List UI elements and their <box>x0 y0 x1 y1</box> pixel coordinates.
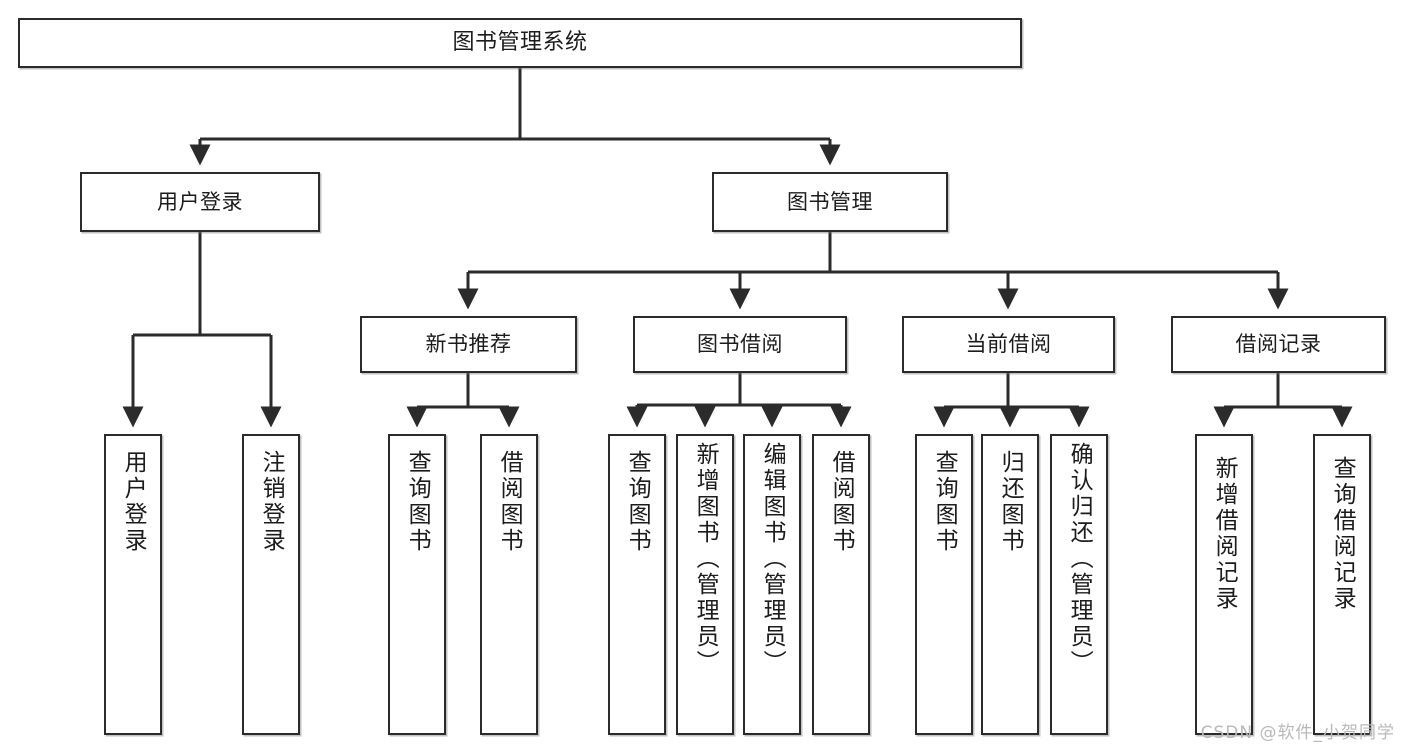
node-leaf-confirm-return-label: 确认归还（管理员） <box>1066 442 1093 676</box>
node-leaf-edit-book-label: 编辑图书（管理员） <box>759 442 786 676</box>
node-leaf-query-book-1[interactable]: 查询图书 <box>388 434 446 735</box>
node-user-login-label: 用户登录 <box>157 189 243 214</box>
node-leaf-logout[interactable]: 注销登录 <box>242 434 300 735</box>
node-book-manage[interactable]: 图书管理 <box>712 172 948 232</box>
node-leaf-query-book-1-label: 查询图书 <box>404 450 431 554</box>
node-leaf-add-book-label: 新增图书（管理员） <box>692 442 719 676</box>
node-current-borrow[interactable]: 当前借阅 <box>902 316 1115 373</box>
node-leaf-borrow-book-1[interactable]: 借阅图书 <box>480 434 538 735</box>
node-leaf-confirm-return[interactable]: 确认归还（管理员） <box>1050 434 1108 735</box>
node-new-book-rec-label: 新书推荐 <box>425 332 512 357</box>
node-leaf-add-record[interactable]: 新增借阅记录 <box>1195 434 1253 735</box>
node-leaf-query-record[interactable]: 查询借阅记录 <box>1313 434 1371 735</box>
node-leaf-borrow-book-2-label: 借阅图书 <box>828 450 855 554</box>
node-book-manage-label: 图书管理 <box>787 189 873 214</box>
node-leaf-return-book[interactable]: 归还图书 <box>981 434 1039 735</box>
node-leaf-add-book[interactable]: 新增图书（管理员） <box>676 434 734 735</box>
node-borrow-record[interactable]: 借阅记录 <box>1171 316 1386 373</box>
node-leaf-query-book-3[interactable]: 查询图书 <box>915 434 973 735</box>
node-leaf-query-book-2-label: 查询图书 <box>624 450 651 554</box>
node-leaf-query-record-label: 查询借阅记录 <box>1329 456 1356 612</box>
node-user-login[interactable]: 用户登录 <box>80 172 320 232</box>
node-leaf-query-book-2[interactable]: 查询图书 <box>608 434 666 735</box>
node-leaf-borrow-book-1-label: 借阅图书 <box>496 450 523 554</box>
node-new-book-rec[interactable]: 新书推荐 <box>360 316 577 373</box>
node-leaf-return-book-label: 归还图书 <box>997 450 1024 554</box>
node-leaf-add-record-label: 新增借阅记录 <box>1211 456 1238 612</box>
node-root[interactable]: 图书管理系统 <box>18 18 1022 68</box>
node-leaf-logout-label: 注销登录 <box>258 450 285 554</box>
node-leaf-query-book-3-label: 查询图书 <box>931 450 958 554</box>
node-leaf-edit-book[interactable]: 编辑图书（管理员） <box>743 434 801 735</box>
node-borrow-record-label: 借阅记录 <box>1235 332 1322 357</box>
node-leaf-user-login-label: 用户登录 <box>120 450 147 554</box>
node-current-borrow-label: 当前借阅 <box>965 332 1052 357</box>
node-root-label: 图书管理系统 <box>452 30 588 56</box>
node-leaf-user-login[interactable]: 用户登录 <box>104 434 162 735</box>
node-leaf-borrow-book-2[interactable]: 借阅图书 <box>812 434 870 735</box>
node-book-borrow[interactable]: 图书借阅 <box>633 316 847 373</box>
node-book-borrow-label: 图书借阅 <box>697 332 783 357</box>
